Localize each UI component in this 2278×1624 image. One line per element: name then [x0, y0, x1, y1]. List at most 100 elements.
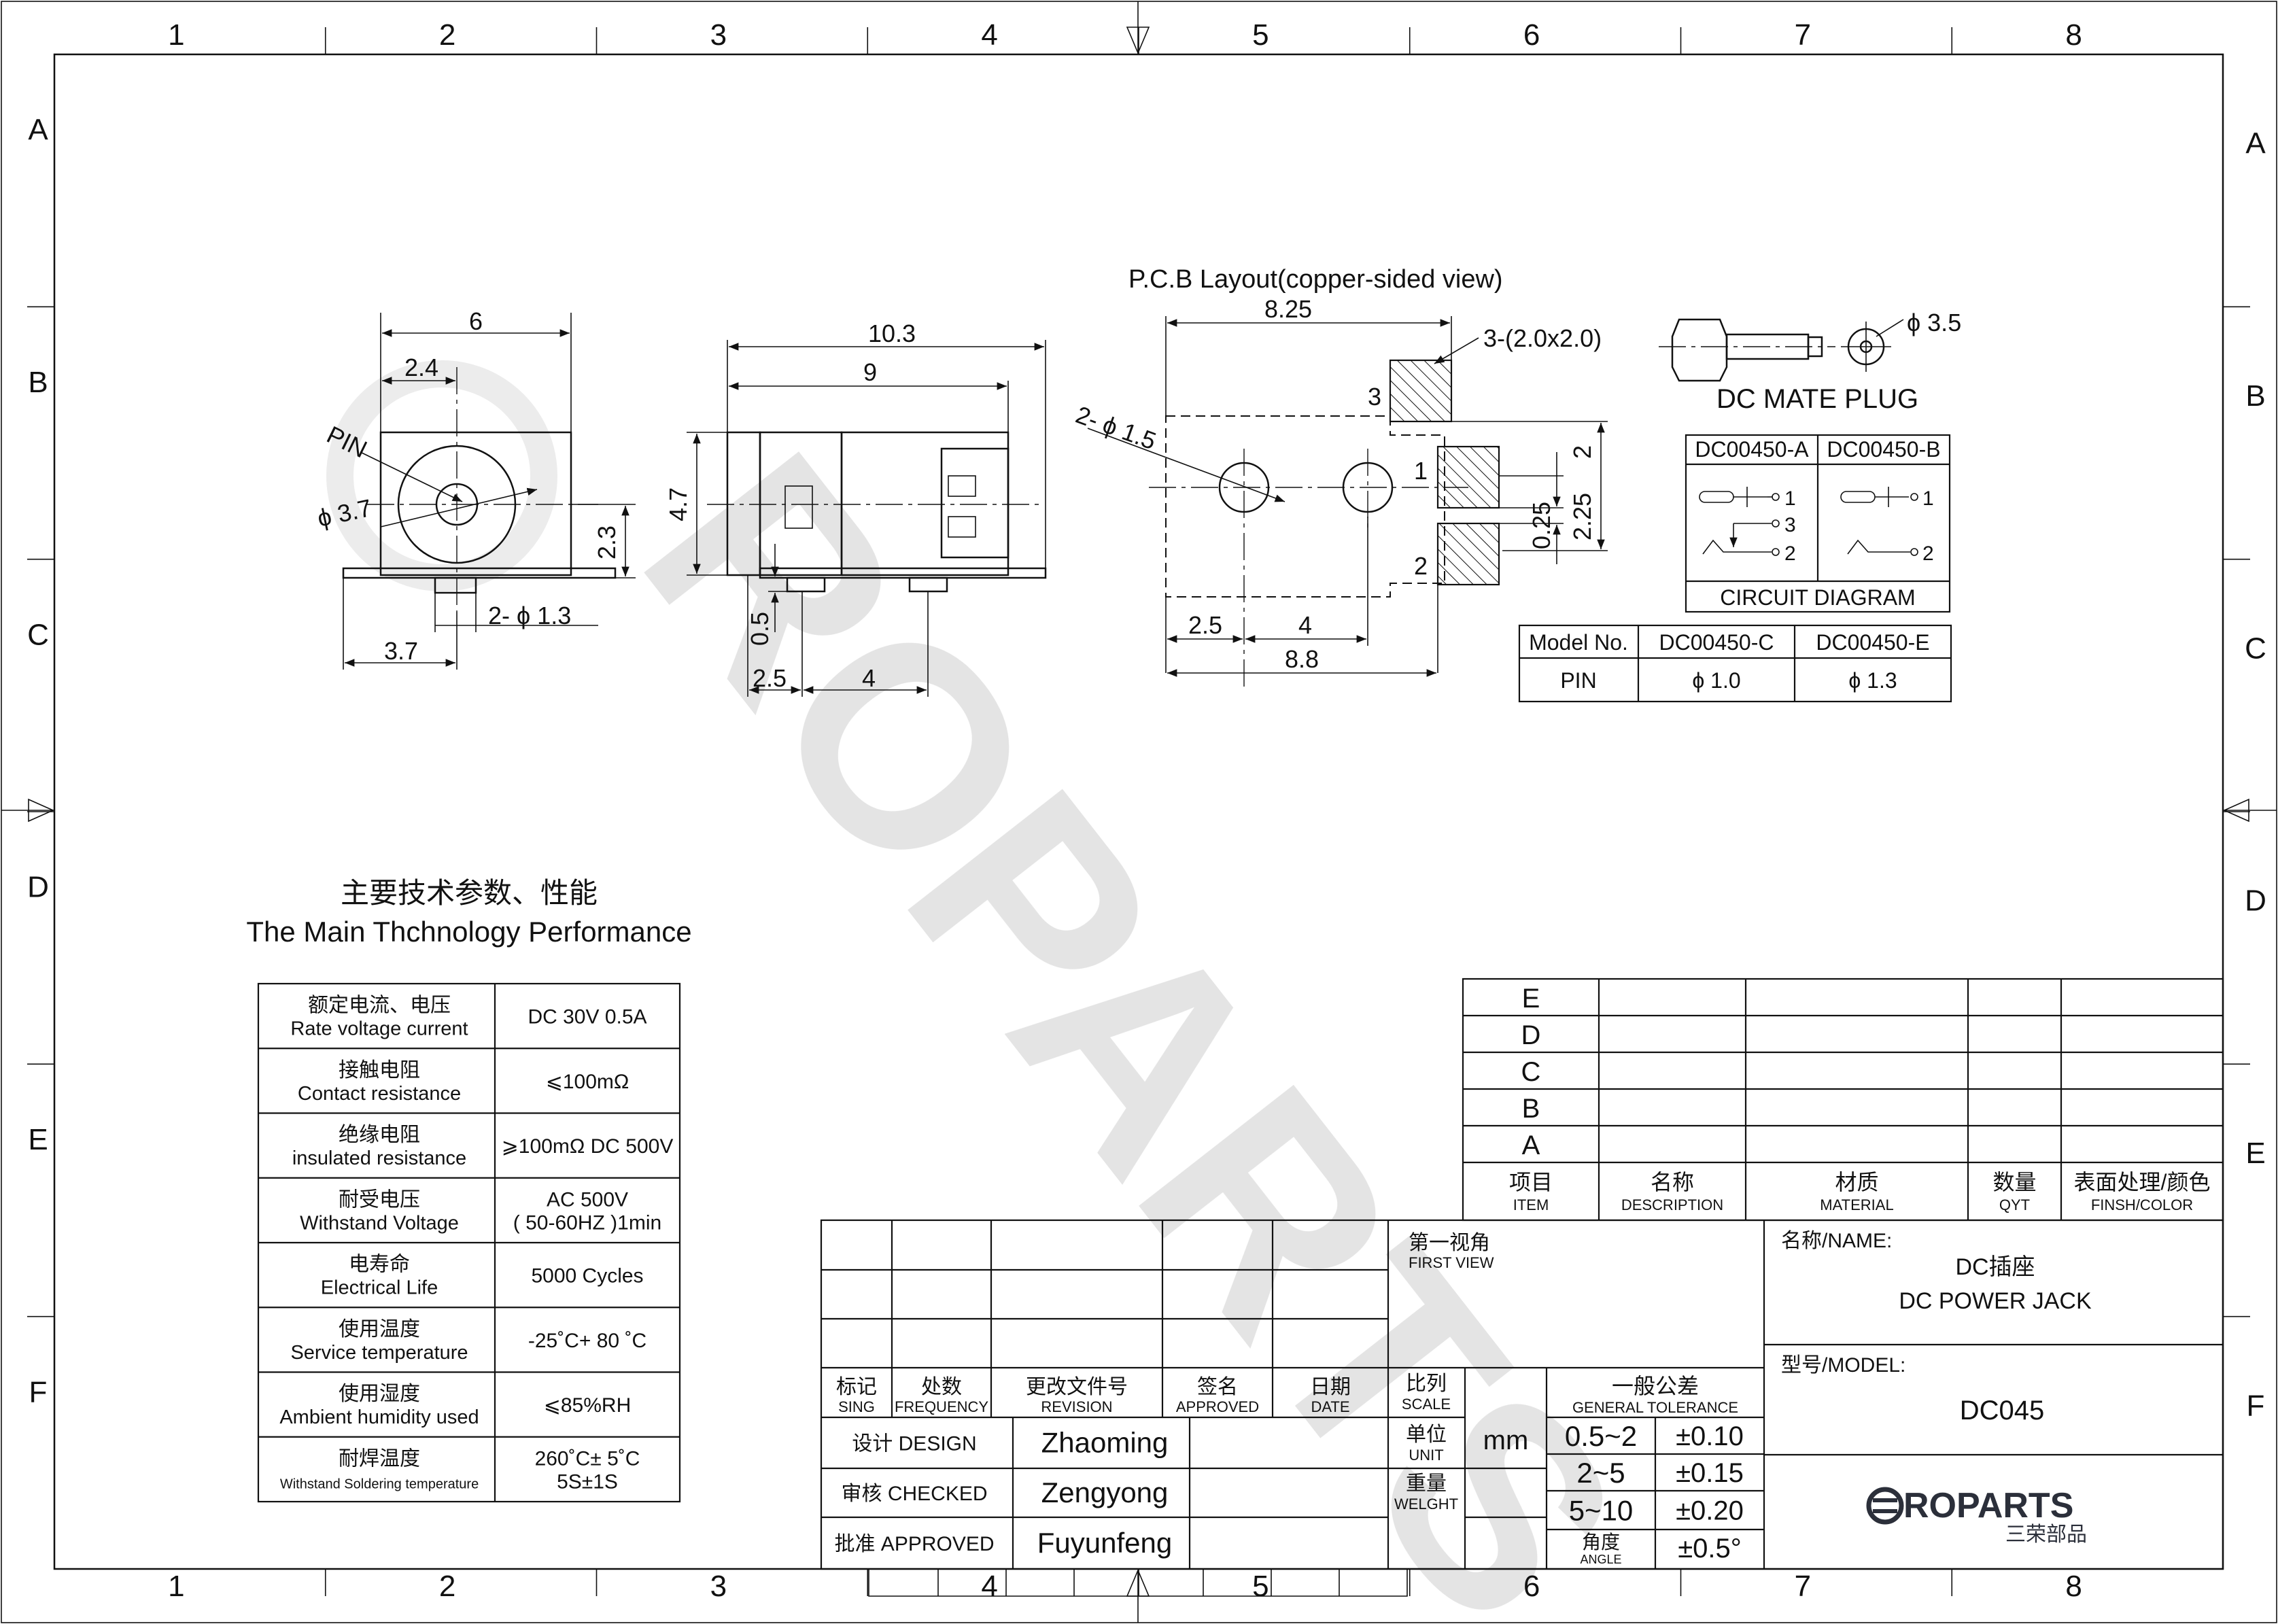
column-marker-top: 2: [439, 18, 455, 52]
bom-row-letter: D: [1521, 1020, 1541, 1050]
column-marker-top: 6: [1523, 18, 1540, 52]
dim-front-base: 3.7: [384, 637, 418, 665]
circuit-header-a: DC00450-A: [1695, 437, 1809, 462]
row-marker-right: E: [2245, 1137, 2265, 1170]
mate-plug-dia: ϕ 3.5: [1907, 309, 1961, 336]
revision-header-cn: 日期: [1310, 1376, 1351, 1398]
column-marker-bottom: 3: [710, 1570, 727, 1603]
circuit-a-pin2: 2: [1784, 542, 1796, 565]
perf-value: AC 500V: [547, 1188, 628, 1211]
perf-label-en: Withstand Voltage: [300, 1212, 459, 1234]
dim-side-pitch1: 2.5: [753, 664, 787, 692]
pad-label-2: 2: [1414, 552, 1428, 580]
dim-front-height: 2.3: [593, 525, 621, 559]
dim-side-body: 9: [863, 358, 877, 386]
bom-row-letter: A: [1522, 1130, 1540, 1160]
pad-label-1: 1: [1414, 457, 1428, 485]
bom-header-en: FINSH/COLOR: [2091, 1196, 2193, 1213]
perf-label-cn: 额定电流、电压: [308, 995, 451, 1017]
mate-plug: ϕ 3.5 DC MATE PLUG: [1659, 309, 1961, 414]
perf-value: -25˚C+ 80 ˚C: [528, 1330, 646, 1352]
perf-title-en: The Main Thchnology Performance: [246, 916, 691, 948]
column-marker-bottom: 1: [168, 1570, 184, 1603]
dim-front-width: 6: [469, 307, 483, 335]
bom-header-cn: 数量: [1992, 1170, 2036, 1194]
signoff-label: 审核 CHECKED: [841, 1483, 987, 1505]
perf-value-line2: 5S±1S: [557, 1470, 618, 1493]
bom-header-en: DESCRIPTION: [1621, 1196, 1723, 1213]
weight-cn: 重量: [1406, 1472, 1447, 1495]
model-table-header-e: DC00450-E: [1816, 630, 1929, 655]
pcb-layout: P.C.B Layout(copper-sided view) 3 1 2 8.…: [1072, 265, 1608, 687]
perf-label-en: Ambient humidity used: [279, 1406, 479, 1428]
row-marker-right: F: [2247, 1389, 2265, 1422]
scale-en: SCALE: [1402, 1396, 1451, 1413]
perf-value: DC 30V 0.5A: [528, 1006, 646, 1029]
revision-header-cn: 更改文件号: [1026, 1376, 1128, 1398]
model-table: Model No. DC00450-C DC00450-E PIN ϕ 1.0 …: [1518, 624, 1952, 703]
column-marker-top: 7: [1795, 18, 1811, 52]
model-table-pin-c: ϕ 1.0: [1692, 668, 1740, 693]
dim-pcb-p1: 2.5: [1188, 611, 1222, 639]
revision-block: 标记SING处数FREQUENCY更改文件号REVISION签名APPROVED…: [820, 1219, 2224, 1597]
row-marker-right: B: [2245, 379, 2265, 413]
circuit-a-pin1: 1: [1784, 487, 1796, 510]
column-marker-top: 4: [981, 18, 997, 52]
name-en: DC POWER JACK: [1899, 1288, 2092, 1314]
name-cn: DC插座: [1955, 1254, 2035, 1280]
perf-label-cn: 使用湿度: [339, 1383, 420, 1405]
perf-label-cn: 使用温度: [339, 1318, 420, 1341]
tolerance-rows: 0.5~2±0.102~5±0.155~10±0.20: [1565, 1420, 1744, 1527]
signoff-label: 批准 APPROVED: [834, 1533, 994, 1555]
model-table-header-c: DC00450-C: [1659, 630, 1774, 655]
row-marker-right: C: [2245, 632, 2266, 665]
column-marker-bottom: 8: [2065, 1570, 2082, 1603]
circuit-b-pin2: 2: [1922, 542, 1934, 565]
perf-value: ⩽85%RH: [544, 1394, 632, 1417]
perf-label-cn: 接触电阻: [339, 1059, 420, 1082]
view-en: FIRST VIEW: [1409, 1254, 1494, 1271]
column-marker-top: 3: [710, 18, 727, 52]
model-value: DC045: [1960, 1396, 2045, 1426]
column-marker-bottom: 2: [439, 1570, 455, 1603]
signoff-name: Fuyunfeng: [1037, 1527, 1172, 1559]
perf-label-cn: 绝缘电阻: [339, 1124, 420, 1146]
dim-pcb-pads: 3-(2.0x2.0): [1483, 324, 1602, 352]
perf-value: ⩾100mΩ DC 500V: [502, 1135, 674, 1158]
column-marker-bottom: 5: [1252, 1570, 1269, 1603]
perf-label-en: Contact resistance: [298, 1083, 461, 1105]
column-marker-top: 8: [2065, 18, 2082, 52]
dim-pcb-hole: 2- ϕ 1.5: [1072, 400, 1160, 455]
row-marker-right: A: [2245, 127, 2266, 160]
bom-header-en: MATERIAL: [1820, 1196, 1893, 1213]
row-marker-left: D: [27, 871, 49, 904]
revision-header-en: REVISION: [1041, 1398, 1112, 1415]
view-cn: 第一视角: [1409, 1232, 1490, 1254]
revision-header-en: DATE: [1311, 1398, 1349, 1415]
tolerance-value: ±0.15: [1676, 1458, 1744, 1488]
bom-header-cn: 名称: [1651, 1170, 1694, 1194]
circuit-diagram: DC00450-A DC00450-B 1 3 2 1 2 CIRCUIT DI…: [1685, 434, 1951, 613]
revision-header-cn: 标记: [836, 1376, 877, 1398]
dim-side-length: 10.3: [868, 319, 916, 347]
name-label: 名称/NAME:: [1781, 1230, 1892, 1252]
angle-cn: 角度: [1582, 1532, 1620, 1553]
bom-headers: 项目ITEM名称DESCRIPTION材质MATERIAL数量QYT表面处理/颜…: [1509, 1170, 2210, 1213]
perf-value-line2: ( 50-60HZ )1min: [513, 1211, 661, 1234]
dim-pcb-d2: 2.25: [1568, 493, 1596, 540]
model-label: 型号/MODEL:: [1781, 1354, 1905, 1377]
bom-header-cn: 项目: [1509, 1170, 1553, 1194]
front-view: 6 2.4 2.3 3.7 2- ϕ 1.3 PIN ϕ 3.7: [315, 307, 636, 670]
dim-pcb-d3: 0.25: [1528, 502, 1555, 549]
circuit-header-b: DC00450-B: [1827, 437, 1940, 462]
logo-text-cn: 三荣部品: [2005, 1523, 2087, 1546]
signoff-name: Zhaoming: [1041, 1427, 1169, 1459]
perf-label-en: Electrical Life: [321, 1277, 438, 1299]
pad-label-3: 3: [1368, 383, 1381, 411]
